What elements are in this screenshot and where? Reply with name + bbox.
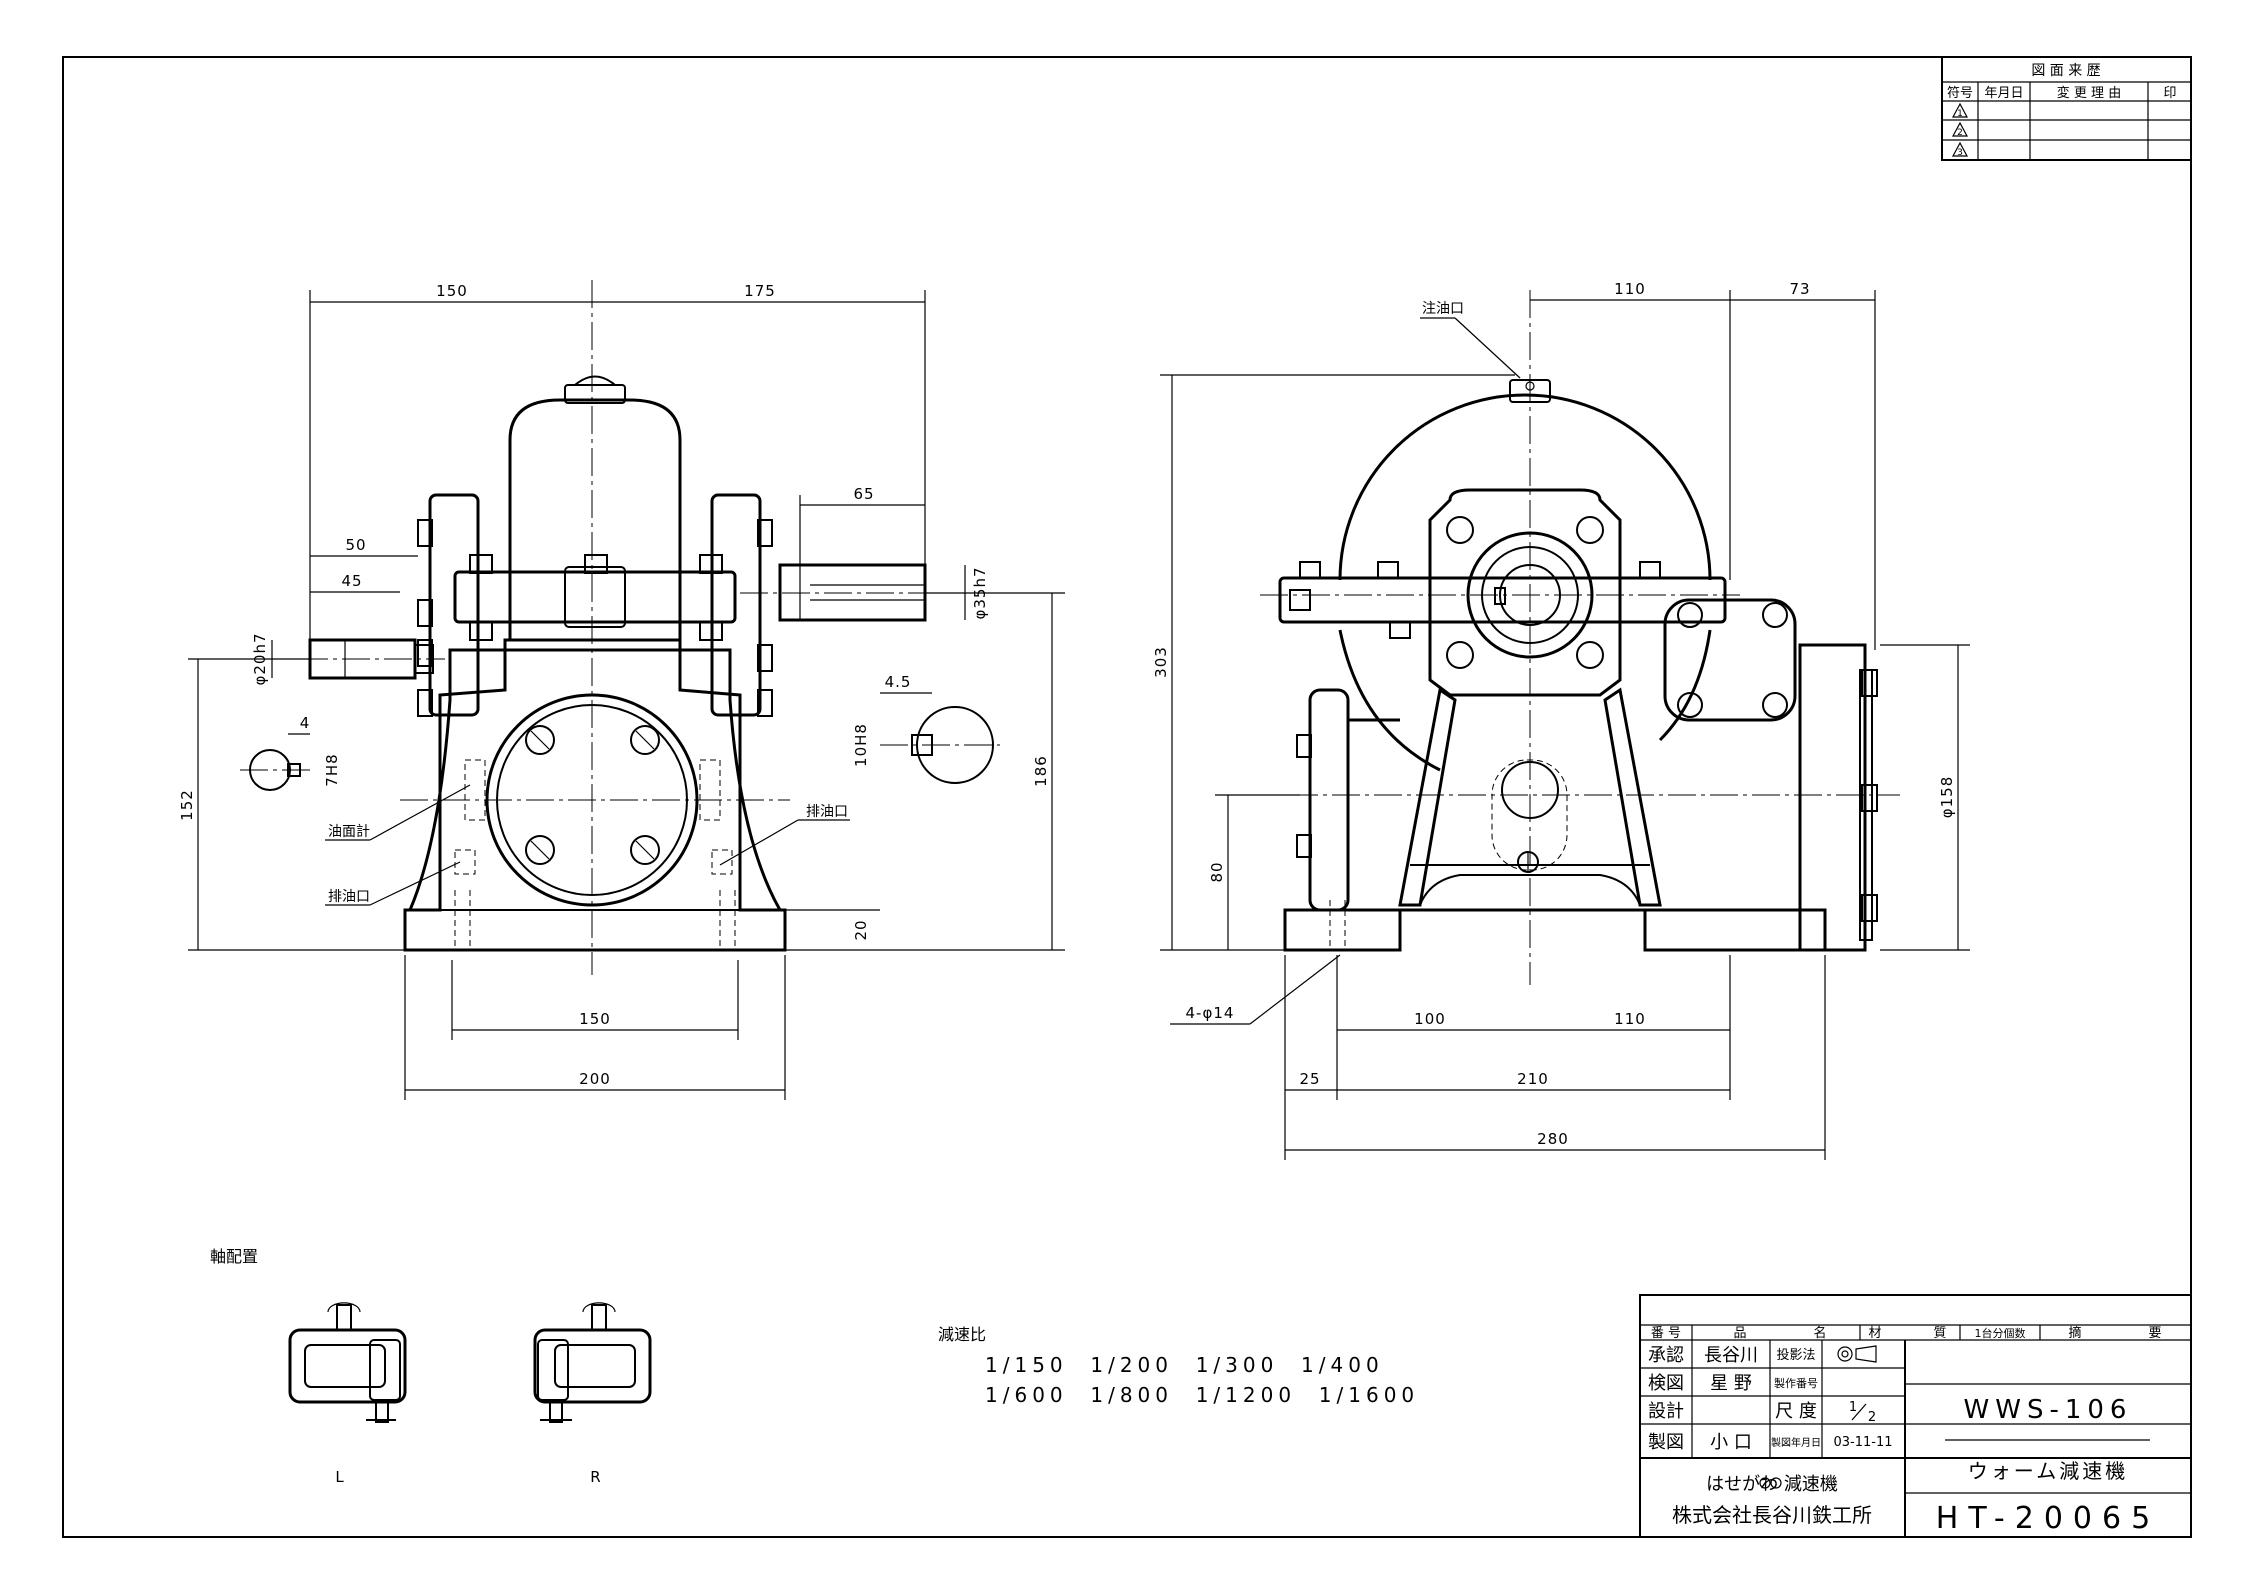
tb-date-value: 03-11-11 — [1833, 1435, 1892, 1450]
label-oil-gauge: 油面計 — [328, 824, 370, 840]
dim-side-303: 303 — [1152, 646, 1170, 678]
shaft-arrangement: 軸配置 L R — [210, 1247, 652, 1486]
reduction-ratios: 減速比 1/150 1/200 1/300 1/400 1/600 1/800 … — [938, 1325, 1419, 1407]
dim-front-175: 175 — [744, 282, 776, 300]
revision-header-symbol: 符号 — [1947, 85, 1973, 101]
tb-brand: はせがわ 減速機 — [1706, 1474, 1838, 1495]
title-block: 番 号 品 名 材 質 1台分個数 摘 要 承認 長谷川 投影法 検図 星 野 … — [1639, 1294, 2192, 1538]
dim-front-20: 20 — [852, 919, 870, 940]
dim-side-110-bottom: 110 — [1614, 1010, 1646, 1028]
dim-front-150: 150 — [436, 282, 468, 300]
dim-front-key-10h8: 10H8 — [852, 723, 870, 767]
tb-header-qty: 1台分個数 — [1975, 1326, 2026, 1340]
dim-front-45: 45 — [341, 572, 362, 590]
front-view: 150 175 65 50 45 φ20h7 φ35h7 4 7H8 4.5 1… — [178, 280, 1065, 1100]
dim-side-110-top: 110 — [1614, 280, 1646, 298]
tb-designed-label: 設計 — [1648, 1401, 1684, 1422]
tb-approved-name: 長谷川 — [1704, 1345, 1758, 1366]
tb-header-shitsu: 質 — [1933, 1326, 1946, 1341]
dim-front-bottom-150: 150 — [579, 1010, 611, 1028]
revision-header-date: 年月日 — [1984, 86, 2023, 101]
arrangement-label-l: L — [335, 1468, 344, 1486]
dim-side-210: 210 — [1517, 1070, 1549, 1088]
tb-date-label: 製図年月日 — [1771, 1436, 1821, 1449]
tb-scale-num: 1 — [1849, 1400, 1857, 1415]
revision-table: 図 面 来 歴 符号 年月日 変 更 理 由 印 1 2 3 — [1941, 56, 2192, 161]
reduction-row-1: 1/150 1/200 1/300 1/400 — [985, 1353, 1384, 1377]
dim-front-152: 152 — [178, 789, 196, 821]
tb-product-no-label: 製作番号 — [1774, 1376, 1818, 1390]
arrangement-left-icon — [288, 1302, 407, 1423]
arrangement-label-r: R — [590, 1468, 601, 1486]
svg-text:3: 3 — [1957, 148, 1963, 158]
label-oil-filler: 注油口 — [1422, 301, 1464, 317]
tb-drawn-name: 小 口 — [1710, 1432, 1752, 1453]
svg-text:1: 1 — [1957, 109, 1963, 119]
dim-front-key-4-5: 4.5 — [885, 673, 912, 691]
tb-header-teki: 摘 — [2068, 1325, 2081, 1341]
revision-header-seal: 印 — [2163, 86, 2176, 101]
reduction-row-2: 1/600 1/800 1/1200 1/1600 — [985, 1383, 1419, 1407]
tb-checked-label: 検図 — [1648, 1373, 1684, 1394]
reduction-title: 減速比 — [938, 1325, 986, 1344]
dim-side-80: 80 — [1208, 861, 1226, 882]
side-view: 110 73 303 80 φ158 4-φ14 100 110 2 — [1152, 280, 1970, 1160]
label-drain-right: 排油口 — [806, 804, 848, 820]
dim-side-158: φ158 — [1938, 776, 1956, 819]
dim-front-key-4: 4 — [300, 714, 311, 732]
dim-side-25: 25 — [1299, 1070, 1320, 1088]
tb-header-mei: 名 — [1813, 1325, 1826, 1341]
shaft-arrangement-title: 軸配置 — [210, 1247, 258, 1266]
tb-scale-label: 尺 度 — [1775, 1401, 1817, 1422]
dim-front-50: 50 — [345, 536, 366, 554]
projection-symbol-icon — [1837, 1345, 1877, 1363]
dim-side-100: 100 — [1414, 1010, 1446, 1028]
tb-product-name: ウォーム減速機 — [1968, 1459, 2128, 1483]
tb-checked-name: 星 野 — [1710, 1373, 1752, 1394]
front-dimensions: 150 175 65 50 45 φ20h7 φ35h7 4 7H8 4.5 1… — [178, 282, 1065, 1100]
dim-front-key-7h8: 7H8 — [323, 753, 341, 786]
svg-text:2: 2 — [1957, 128, 1963, 138]
brand-logo-icon — [1759, 1477, 1782, 1489]
dim-front-186: 186 — [1032, 755, 1050, 787]
tb-approved-label: 承認 — [1648, 1345, 1684, 1366]
tb-model: WWS-106 — [1964, 1395, 2133, 1425]
tb-header-hin: 品 — [1733, 1326, 1746, 1341]
dim-front-bottom-200: 200 — [579, 1070, 611, 1088]
revision-triangle-1: 1 — [1951, 102, 1969, 119]
tb-header-number: 番 号 — [1651, 1326, 1681, 1341]
revision-triangle-3: 3 — [1951, 141, 1969, 158]
tb-company: 株式会社長谷川鉄工所 — [1672, 1503, 1872, 1527]
dim-front-65: 65 — [853, 485, 874, 503]
revision-header-reason: 変 更 理 由 — [2057, 85, 2121, 101]
dim-side-bolt-holes: 4-φ14 — [1186, 1004, 1235, 1022]
dim-side-280: 280 — [1537, 1130, 1569, 1148]
tb-header-you: 要 — [2148, 1326, 2161, 1341]
label-drain-left: 排油口 — [328, 889, 370, 905]
tb-drawn-label: 製図 — [1648, 1432, 1684, 1453]
arrangement-right-icon — [533, 1302, 652, 1423]
side-dimensions: 110 73 303 80 φ158 4-φ14 100 110 2 — [1152, 280, 1970, 1160]
drawing-frame — [62, 56, 2192, 1538]
dim-side-73: 73 — [1789, 280, 1810, 298]
revision-title: 図 面 来 歴 — [2031, 63, 2100, 79]
tb-header-zai: 材 — [1868, 1326, 1881, 1341]
tb-scale-den: 2 — [1868, 1410, 1876, 1425]
tb-projection-label: 投影法 — [1776, 1347, 1815, 1363]
revision-triangle-2: 2 — [1951, 121, 1969, 138]
tb-drawing-no: HT-20065 — [1936, 1501, 2160, 1536]
